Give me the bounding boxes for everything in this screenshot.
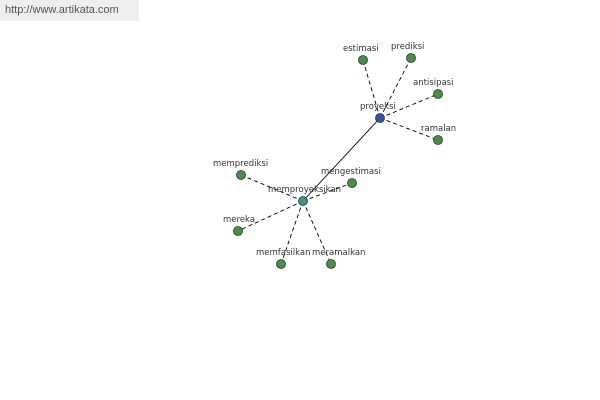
node-label-ramalan[interactable]: ramalan (421, 124, 456, 134)
node-label-memproyeksikan[interactable]: memproyeksikan (268, 185, 341, 195)
node-label-antisipasi[interactable]: antisipasi (413, 78, 453, 88)
labels-layer: proyeksi memproyeksikan estimasi prediksi an… (213, 42, 456, 258)
node-label-estimasi[interactable]: estimasi (343, 44, 379, 54)
node-ramalan[interactable] (433, 135, 443, 145)
node-prediksi[interactable] (406, 53, 416, 63)
node-label-meramalkan[interactable]: meramalkan (312, 248, 365, 258)
node-antisipasi[interactable] (433, 89, 443, 99)
edge-memproyeksikan-mereka (237, 200, 304, 232)
node-label-mereka[interactable]: mereka (223, 215, 255, 225)
edge-proyeksi-antisipasi (379, 93, 439, 119)
edge-memproyeksikan-meramalkan (302, 200, 332, 265)
edge-memproyeksikan-memprediksi (240, 174, 304, 202)
nodes-layer (233, 53, 443, 269)
node-memprediksi[interactable] (236, 170, 246, 180)
node-mengestimasi[interactable] (347, 178, 357, 188)
node-label-proyeksi[interactable]: proyeksi (360, 102, 396, 112)
edge-proyeksi-ramalan (379, 117, 439, 141)
edge-proyeksi-memproyeksikan (302, 117, 381, 202)
node-memfasilkan[interactable] (276, 259, 286, 269)
edge-memproyeksikan-mengestimasi (302, 182, 353, 202)
node-label-prediksi[interactable]: prediksi (391, 42, 424, 52)
node-label-memprediksi[interactable]: memprediksi (213, 159, 268, 169)
edges-layer (237, 57, 439, 265)
edge-proyeksi-estimasi (362, 59, 381, 119)
node-mereka[interactable] (233, 226, 243, 236)
node-meramalkan[interactable] (326, 259, 336, 269)
node-proyeksi[interactable] (375, 113, 385, 123)
source-url-bar: http://www.artikata.com (0, 0, 139, 21)
source-url-link[interactable]: http://www.artikata.com (5, 4, 119, 16)
node-label-mengestimasi[interactable]: mengestimasi (321, 167, 381, 177)
edge-proyeksi-prediksi (379, 57, 412, 119)
node-estimasi[interactable] (358, 55, 368, 65)
node-label-memfasilkan[interactable]: memfasilkan (256, 248, 311, 258)
node-memproyeksikan[interactable] (298, 196, 308, 206)
